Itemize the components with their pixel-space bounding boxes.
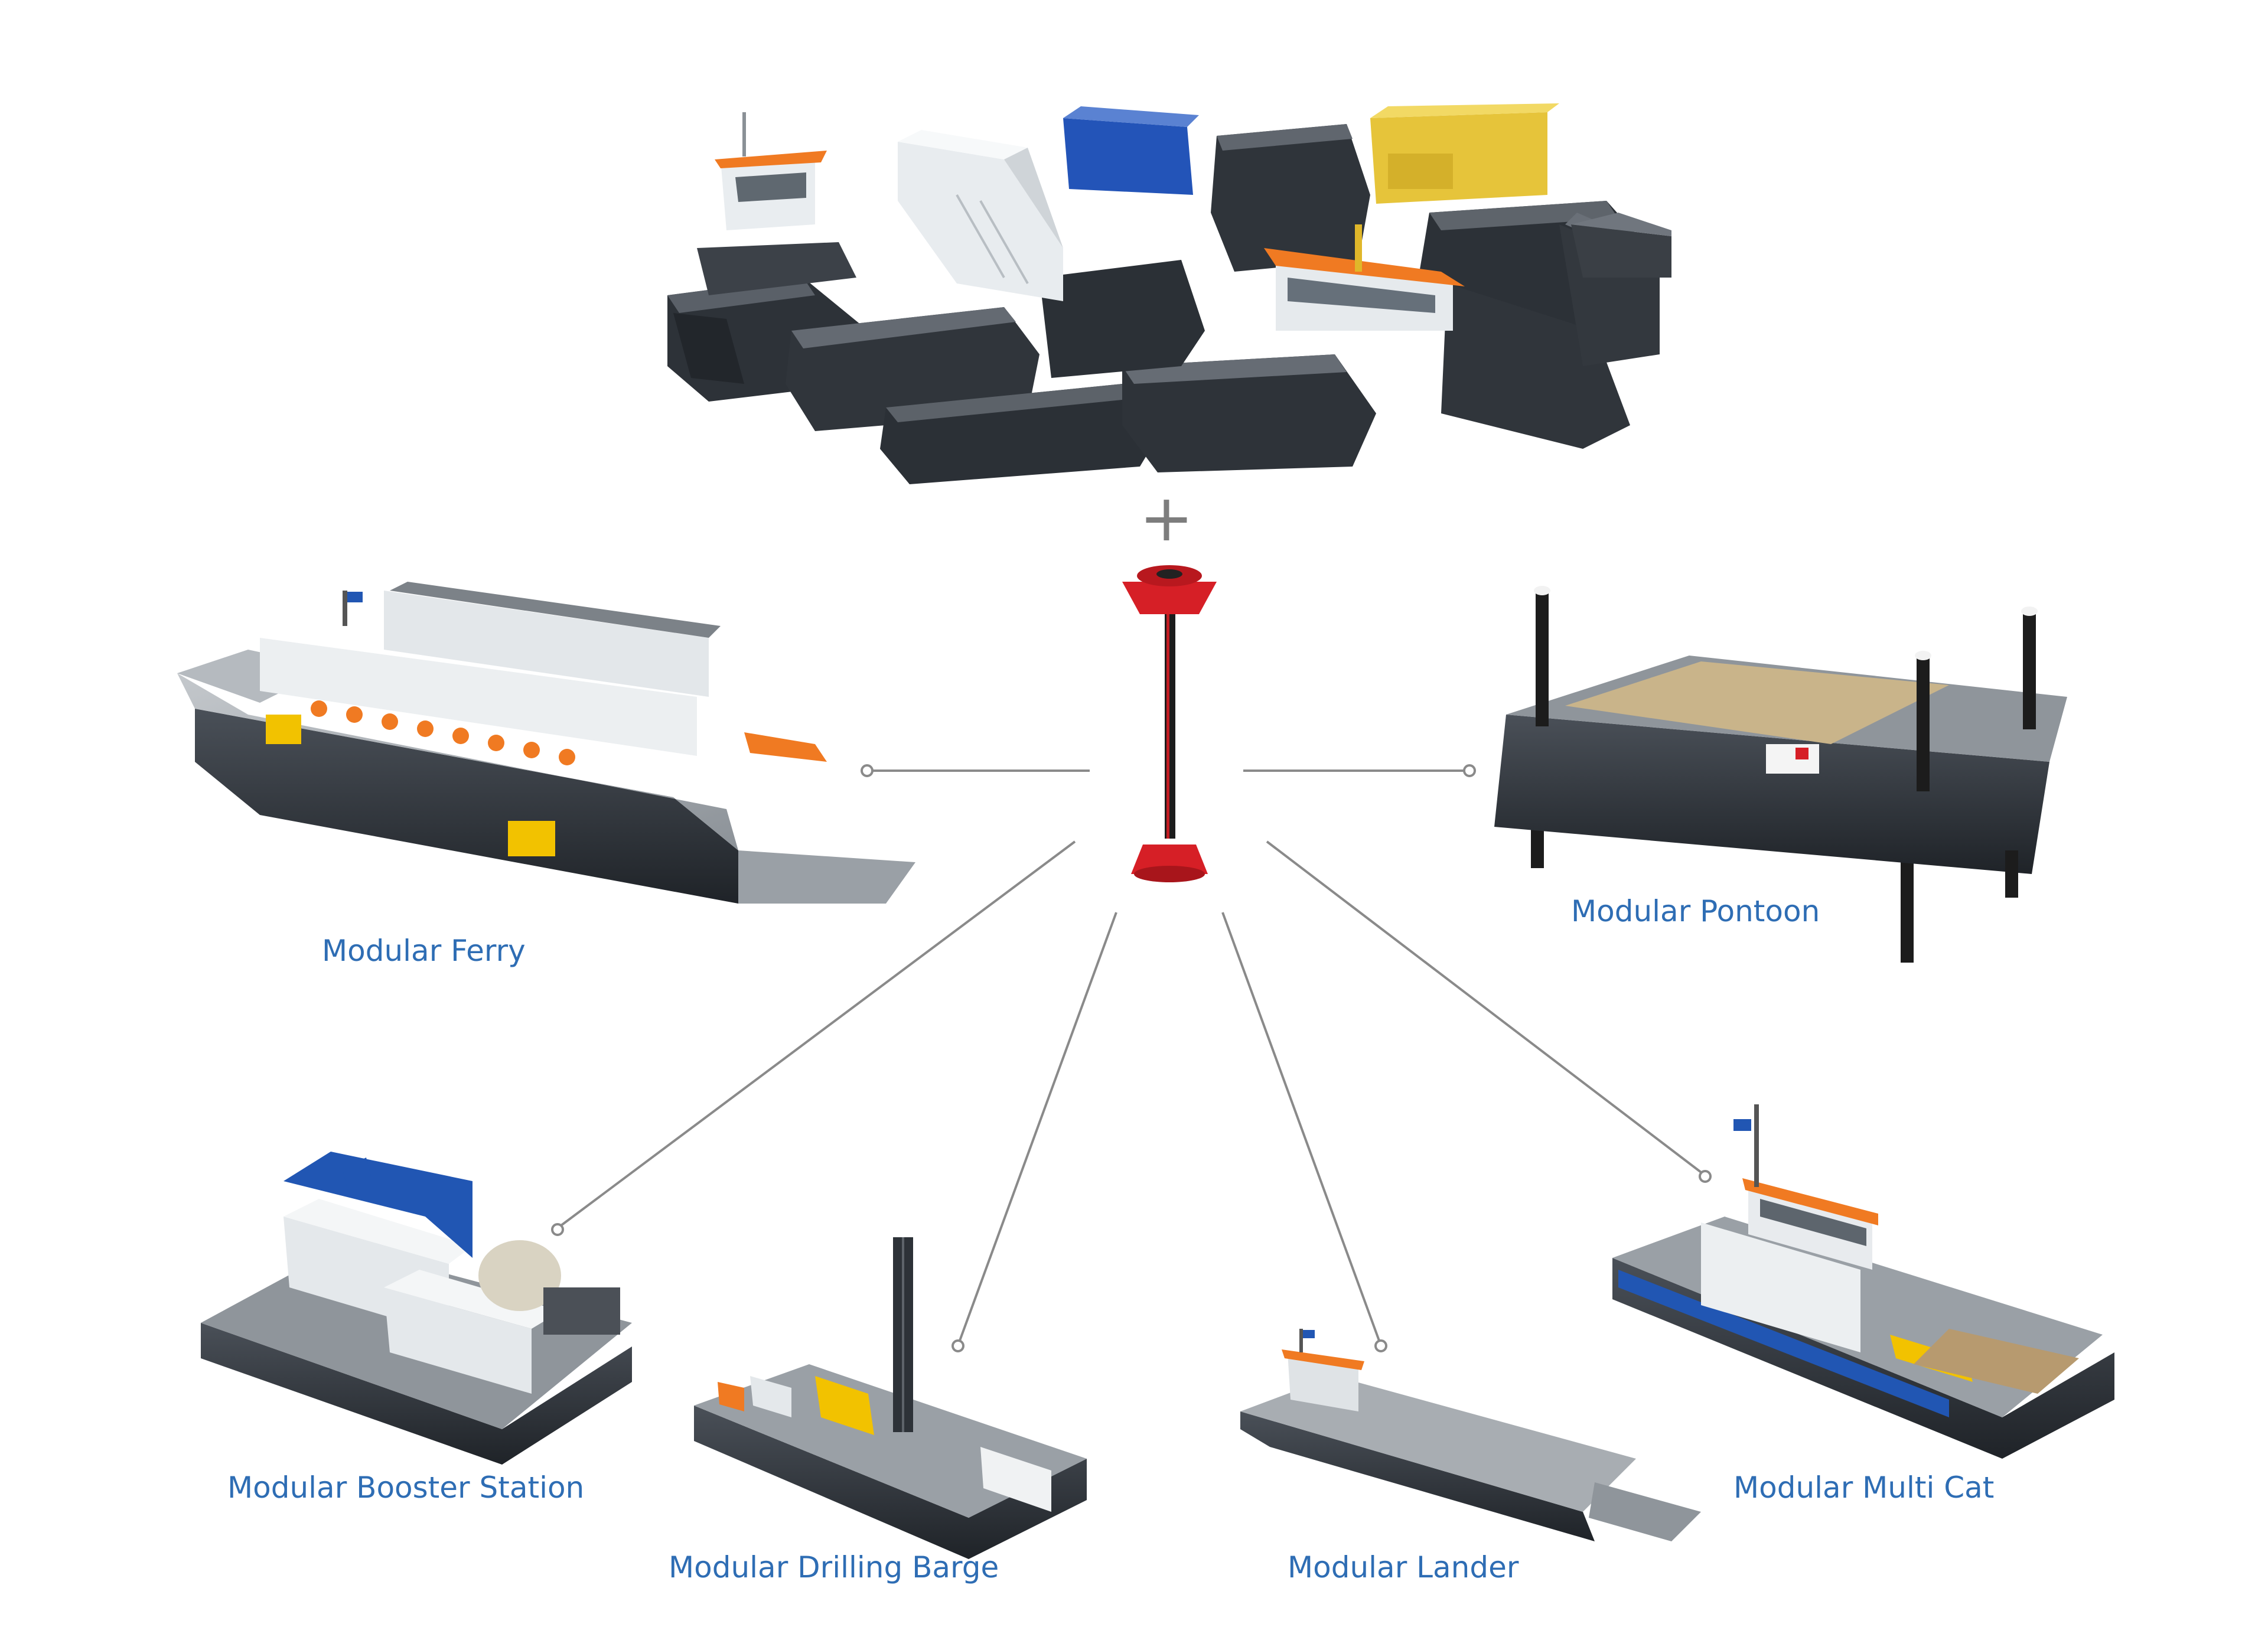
label-modular-lander: Modular Lander bbox=[1288, 1550, 1519, 1584]
label-modular-pontoon: Modular Pontoon bbox=[1571, 894, 1820, 928]
connector-ferry-end bbox=[861, 764, 874, 777]
label-modular-ferry: Modular Ferry bbox=[322, 934, 526, 968]
connector-drilling bbox=[959, 912, 1117, 1341]
modular-ferry-illustration bbox=[177, 582, 915, 904]
modular-pontoon-illustration bbox=[1494, 586, 2067, 963]
modular-drilling-barge-illustration bbox=[694, 1237, 1087, 1559]
connector-pontoon-end bbox=[1463, 764, 1476, 777]
connector-booster bbox=[560, 840, 1076, 1227]
connector-drilling-end bbox=[951, 1339, 964, 1352]
module-pile-illustration bbox=[667, 103, 1671, 484]
connector-multicat bbox=[1266, 840, 1702, 1173]
connector-booster-end bbox=[551, 1223, 564, 1236]
spud-pole-connector-icon bbox=[1122, 565, 1217, 882]
connector-lander-end bbox=[1374, 1339, 1387, 1352]
label-modular-multi-cat: Modular Multi Cat bbox=[1733, 1471, 1994, 1505]
connector-lander bbox=[1221, 912, 1380, 1341]
label-modular-booster-station: Modular Booster Station bbox=[227, 1471, 584, 1505]
plus-sign: + bbox=[1139, 480, 1194, 556]
connector-lines bbox=[551, 764, 1712, 1352]
label-modular-drilling-barge: Modular Drilling Barge bbox=[669, 1550, 999, 1584]
modular-multi-cat-illustration bbox=[1612, 1104, 2114, 1459]
modular-lander-illustration bbox=[1240, 1329, 1701, 1541]
modular-booster-station-illustration bbox=[201, 1152, 632, 1465]
connector-multicat-end bbox=[1699, 1170, 1712, 1183]
